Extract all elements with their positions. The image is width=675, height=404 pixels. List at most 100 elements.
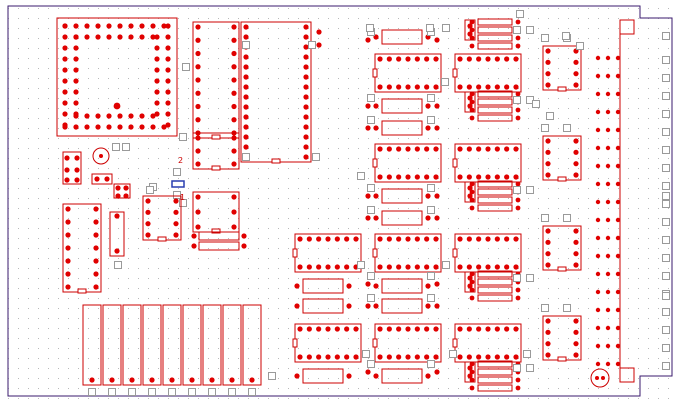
- pad: [145, 221, 151, 227]
- ic-chip[interactable]: [542, 135, 582, 182]
- electrolytic-cap: [590, 368, 610, 388]
- grid-dots: [8, 8, 669, 399]
- grid-dot: [128, 128, 129, 129]
- pad: [476, 56, 482, 62]
- resistor[interactable]: [373, 29, 431, 45]
- ic-chip[interactable]: [452, 53, 522, 93]
- grid-dot: [68, 278, 69, 279]
- grid-dot: [348, 18, 349, 19]
- grid-dot: [138, 188, 139, 189]
- ic-chip[interactable]: [292, 323, 362, 363]
- ic-chip[interactable]: [192, 191, 240, 234]
- grid-dot: [98, 318, 99, 319]
- grid-dot: [318, 198, 319, 199]
- grid-dot: [528, 248, 529, 249]
- grid-dot: [498, 108, 499, 109]
- grid-dot: [48, 188, 49, 189]
- ic-chip[interactable]: [372, 53, 442, 93]
- resistor[interactable]: [373, 278, 431, 294]
- grid-dot: [188, 258, 189, 259]
- grid-dot: [268, 198, 269, 199]
- grid-dot: [178, 348, 179, 349]
- ic-chip[interactable]: [452, 143, 522, 183]
- pad: [353, 326, 359, 332]
- grid-dot: [488, 218, 489, 219]
- resistor[interactable]: [373, 98, 431, 114]
- grid-dot: [548, 208, 549, 209]
- ic-chip[interactable]: [372, 233, 442, 273]
- grid-dot: [388, 28, 389, 29]
- grid-dot: [578, 18, 579, 19]
- grid-dot: [208, 308, 209, 309]
- grid-dot: [438, 258, 439, 259]
- grid-dot: [438, 368, 439, 369]
- grid-dot: [38, 378, 39, 379]
- resistor[interactable]: [294, 298, 352, 314]
- ic-chip[interactable]: [452, 233, 522, 273]
- ic-chip[interactable]: [142, 195, 182, 242]
- grid-dot: [498, 68, 499, 69]
- resistor[interactable]: [373, 120, 431, 136]
- grid-dot: [558, 48, 559, 49]
- pad: [154, 56, 160, 62]
- grid-dot: [508, 308, 509, 309]
- grid-dot: [528, 338, 529, 339]
- grid-dot: [158, 358, 159, 359]
- ic-chip[interactable]: [192, 132, 240, 171]
- grid-dot: [328, 228, 329, 229]
- grid-dot: [538, 128, 539, 129]
- pad: [469, 27, 475, 33]
- grid-dot: [378, 388, 379, 389]
- resistor[interactable]: [373, 210, 431, 226]
- resistor[interactable]: [294, 278, 352, 294]
- ic-chip[interactable]: [372, 143, 442, 183]
- pad: [434, 37, 440, 43]
- ic-chip[interactable]: [240, 21, 312, 164]
- pad: [115, 185, 121, 191]
- resistor[interactable]: [294, 368, 352, 384]
- ic-chip[interactable]: [192, 21, 240, 140]
- grid-dot: [538, 228, 539, 229]
- square-pad: [357, 172, 365, 180]
- resistor[interactable]: [373, 368, 431, 384]
- grid-dot: [648, 58, 649, 59]
- grid-dot: [628, 388, 629, 389]
- ic-chip[interactable]: [542, 45, 582, 92]
- grid-dot: [318, 348, 319, 349]
- resistor[interactable]: [373, 188, 431, 204]
- grid-dot: [668, 178, 669, 179]
- grid-dot: [18, 128, 19, 129]
- grid-dot: [648, 298, 649, 299]
- grid-dot: [198, 318, 199, 319]
- grid-dot: [558, 278, 559, 279]
- grid-dot: [398, 208, 399, 209]
- pad: [243, 24, 249, 30]
- ic-chip[interactable]: [292, 233, 362, 273]
- grid-dot: [608, 168, 609, 169]
- grid-dot: [278, 188, 279, 189]
- pad: [573, 329, 579, 335]
- ic-chip[interactable]: [542, 225, 582, 272]
- grid-dot: [88, 338, 89, 339]
- grid-dot: [518, 168, 519, 169]
- grid-dot: [568, 168, 569, 169]
- resistor[interactable]: [373, 298, 431, 314]
- grid-dot: [158, 168, 159, 169]
- grid-dot: [478, 398, 479, 399]
- grid-dot: [598, 208, 599, 209]
- square-pad: [182, 63, 190, 71]
- grid-dot: [18, 388, 19, 389]
- ic-chip[interactable]: [542, 315, 582, 362]
- pad: [515, 19, 521, 25]
- grid-dot: [138, 258, 139, 259]
- ic-chip[interactable]: [452, 323, 522, 363]
- ic-chip[interactable]: [372, 323, 442, 363]
- grid-dot: [488, 308, 489, 309]
- outline: [464, 91, 476, 113]
- ic-chip[interactable]: [62, 203, 102, 294]
- grid-dot: [158, 278, 159, 279]
- components-layer[interactable]: [56, 10, 670, 396]
- grid-dot: [168, 348, 169, 349]
